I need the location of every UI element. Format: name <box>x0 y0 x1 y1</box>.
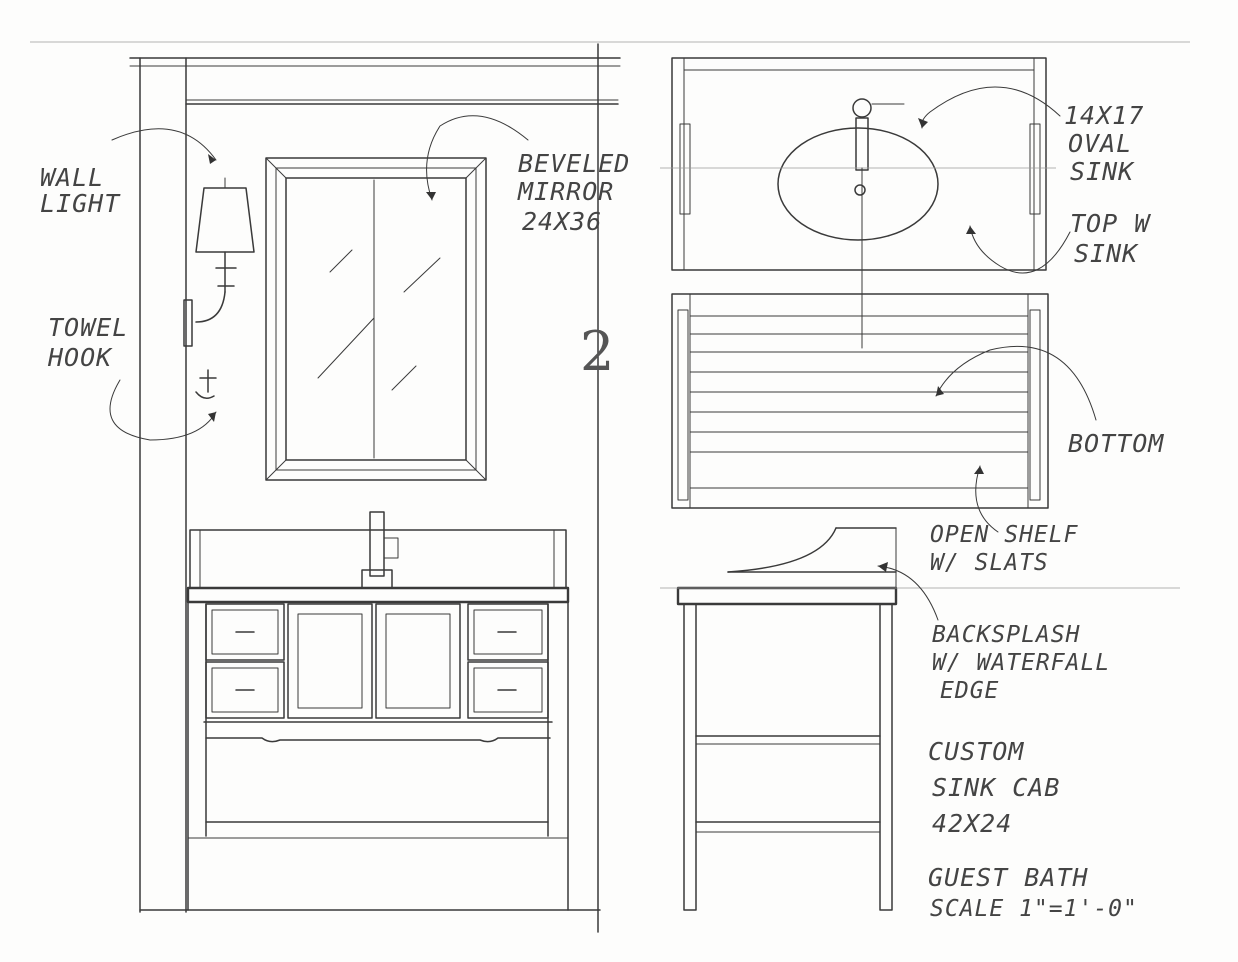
label-mirror-1: BEVELED <box>518 149 630 178</box>
vanity-cabinet <box>186 511 570 911</box>
top-plan <box>660 57 1056 349</box>
leader-wall-light <box>111 128 217 161</box>
label-oval-sink-1: 14X17 <box>1064 101 1144 130</box>
title-block-line-1: GUEST BATH <box>928 863 1089 892</box>
oval-sink <box>777 127 939 241</box>
label-backsplash-1: BACKSPLASH <box>932 622 1080 648</box>
label-backsplash-2: W/ WATERFALL <box>932 650 1110 676</box>
label-towel-hook-1: TOWEL <box>48 313 128 342</box>
leader-towel-hook <box>109 379 217 441</box>
label-wall-light-1: WALL <box>40 163 104 192</box>
label-open-shelf-2: W/ SLATS <box>930 550 1049 576</box>
title-block-line-2: SCALE 1"=1'-0" <box>930 896 1138 922</box>
leader-bottom <box>935 345 1097 421</box>
annotations: WALL LIGHT TOWEL HOOK BEVELED MIRROR 24X… <box>40 101 1164 922</box>
beveled-mirror <box>265 157 487 481</box>
label-open-shelf-1: OPEN SHELF <box>930 522 1079 548</box>
label-towel-hook-2: HOOK <box>47 343 113 372</box>
label-oval-sink-3: SINK <box>1070 157 1135 186</box>
side-elevation <box>660 527 1180 911</box>
label-backsplash-3: EDGE <box>940 678 999 704</box>
label-mirror-3: 24X36 <box>522 207 602 236</box>
wall-sconce <box>183 177 255 347</box>
leader-mirror <box>426 115 529 201</box>
label-top-sink-2: SINK <box>1074 239 1139 268</box>
bottom-plan <box>671 293 1049 509</box>
leader-top-sink <box>969 225 1071 274</box>
sheet-mark: 2 <box>580 320 614 383</box>
label-wall-light-2: LIGHT <box>40 189 121 218</box>
leader-backsplash <box>877 565 939 621</box>
label-custom-cab-1: CUSTOM <box>928 737 1024 766</box>
front-elevation <box>30 41 1190 933</box>
label-bottom: BOTTOM <box>1068 429 1164 458</box>
towel-hook <box>195 369 217 399</box>
leader-arrows <box>109 86 1097 621</box>
label-custom-cab-3: 42X24 <box>932 809 1012 838</box>
label-custom-cab-2: SINK CAB <box>932 773 1060 802</box>
label-top-sink-1: TOP W <box>1070 209 1151 238</box>
label-oval-sink-2: OVAL <box>1068 129 1132 158</box>
leader-oval-sink <box>921 86 1061 129</box>
label-mirror-2: MIRROR <box>517 177 614 206</box>
